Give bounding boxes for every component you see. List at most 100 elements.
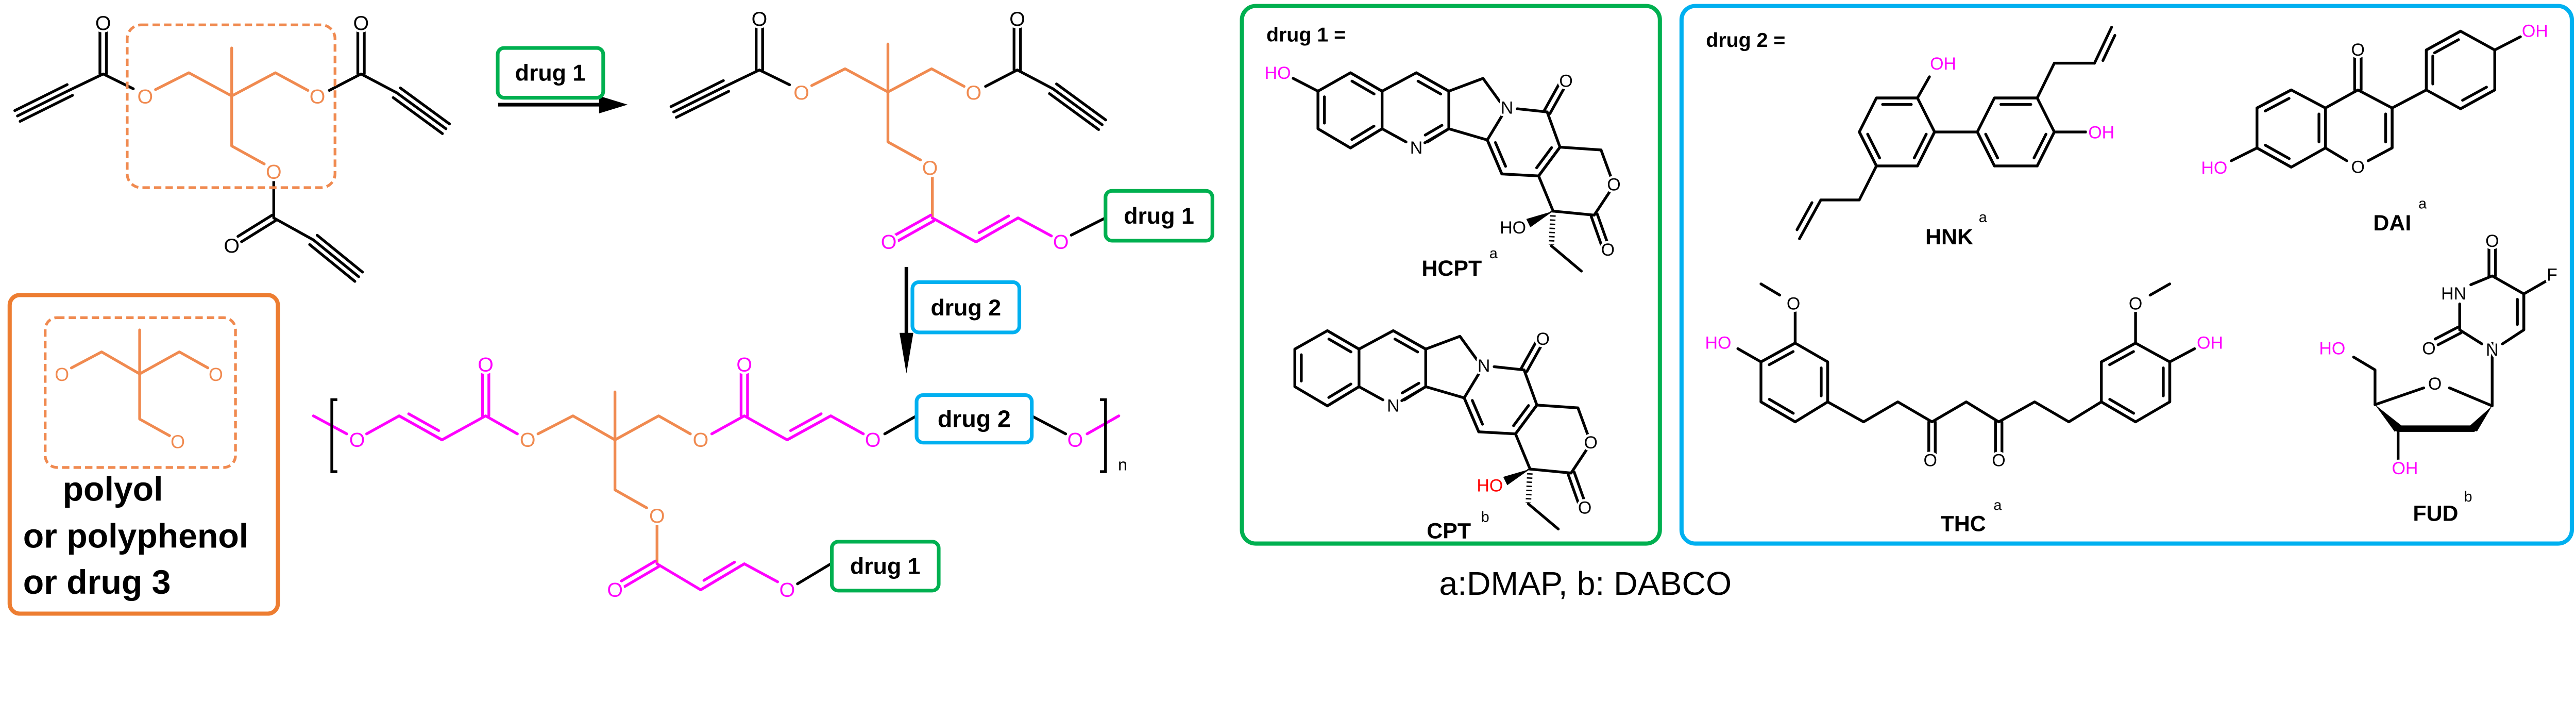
atom-label-o: O	[1559, 71, 1572, 91]
single-bond	[984, 69, 1019, 88]
atom-label-o: O	[922, 157, 938, 179]
compound-name-fud: FUD	[2413, 502, 2458, 526]
single-bond	[796, 562, 833, 586]
single-bond	[1759, 282, 1782, 297]
atom-label-o: O	[1536, 329, 1550, 349]
single-bond	[2391, 88, 2428, 110]
legend-line-polyol: polyol	[63, 470, 163, 508]
single-bond	[1015, 69, 1055, 90]
double-bond	[1596, 212, 1609, 244]
single-bond	[2522, 279, 2548, 295]
double-bond	[896, 219, 936, 242]
single-bond	[2324, 146, 2348, 162]
atom-label-n: N	[2486, 340, 2499, 360]
compound-name-cpt: CPT	[1427, 519, 1471, 544]
double-bond	[1759, 400, 1797, 424]
single-bond	[1030, 414, 1067, 436]
triple-bond	[316, 233, 364, 274]
core-legend-box: polyol or polyphenol or drug 3	[7, 293, 280, 616]
single-bond	[328, 72, 363, 92]
double-bond	[2433, 325, 2460, 341]
single-bond	[101, 72, 135, 90]
single-bond	[724, 69, 761, 88]
single-bond	[1380, 127, 1408, 144]
double-bond-inner	[1416, 79, 1443, 96]
catalyst-mark: a	[2418, 195, 2427, 212]
single-bond	[758, 69, 791, 87]
double-bond-inner	[789, 412, 823, 432]
double-bond-inner	[2461, 86, 2488, 102]
single-bond	[2469, 274, 2526, 345]
atom-label-f: F	[2547, 265, 2557, 285]
atom-label-o: O	[793, 81, 809, 104]
single-bond	[2168, 347, 2196, 363]
single-bond	[1558, 145, 1613, 179]
atom-label-o: O	[1787, 294, 1800, 314]
reaction-arrow-step1	[498, 96, 628, 114]
double-bond	[1543, 83, 1561, 112]
double-bond	[893, 213, 933, 237]
single-bond	[138, 372, 172, 438]
double-bond-inner	[2102, 34, 2116, 62]
double-bond	[2459, 88, 2496, 110]
double-bond-inner	[1350, 125, 1376, 141]
double-bond-inner	[1535, 146, 1553, 170]
double-bond	[1326, 385, 1361, 408]
atom-label-o: O	[693, 428, 709, 451]
double-bond-inner	[2263, 97, 2291, 112]
atom-label-o: O	[138, 86, 154, 108]
double-bond	[1400, 385, 1427, 403]
double-bond	[2036, 130, 2056, 168]
atom-label-o: O	[1607, 175, 1620, 194]
atom-label-o: O	[1578, 498, 1591, 518]
atom-label-o: O	[2428, 374, 2442, 394]
atom-label-o: O	[607, 578, 623, 601]
triple-bond	[19, 94, 74, 123]
wedge-bond	[1526, 211, 1553, 227]
repeat-unit-brackets: n	[330, 398, 1127, 474]
single-bond	[1514, 432, 1588, 475]
double-bond	[2100, 400, 2137, 424]
single-bond	[1380, 71, 1450, 144]
atom-label-ho: HO	[1265, 63, 1291, 83]
atom-label-oh: OH	[2197, 333, 2223, 353]
molecular-structures	[13, 26, 2548, 591]
double-bond	[1525, 344, 1543, 373]
double-bond	[623, 565, 660, 588]
catalyst-mark: b	[1481, 509, 1489, 526]
single-bond	[360, 72, 398, 94]
atom-label-o: O	[349, 428, 365, 451]
double-bond	[1520, 341, 1537, 370]
double-bond-inner	[2264, 144, 2291, 160]
double-bond	[699, 562, 746, 591]
atom-label-oh: OH	[2392, 459, 2418, 478]
triple-bond	[392, 96, 444, 135]
drug2-panel: drug 2 = HNK a DAI a THC a FUD b	[1679, 4, 2574, 546]
single-bond	[2324, 88, 2394, 162]
triple-bond	[308, 243, 357, 283]
triple-bond	[1048, 92, 1100, 131]
atom-label-o: O	[2485, 231, 2499, 251]
single-bond	[1292, 77, 1319, 93]
double-bond	[1548, 86, 1566, 115]
atom-label-o: O	[752, 8, 768, 30]
single-bond	[230, 94, 266, 165]
hashed-bond	[1548, 211, 1556, 245]
catalyst-mark: a	[1993, 497, 2002, 513]
legend-line-polyphenol: or polyphenol	[23, 518, 248, 556]
single-bond	[1527, 502, 1560, 531]
atom-label-ho: HO	[1477, 476, 1503, 496]
single-bond	[1535, 404, 1590, 438]
double-bond-inner	[1984, 132, 1999, 160]
atom-label-o: O	[209, 364, 223, 385]
double-bond	[1798, 198, 1822, 240]
atom-label-o: O	[649, 505, 665, 527]
atom-label-o: O	[1992, 451, 2005, 471]
double-bond	[1858, 130, 1878, 168]
double-bond-inner	[1494, 141, 1507, 168]
single-bond	[272, 216, 315, 242]
reaction-scheme: drug 1 drug 1 drug 2 drug 2 drug 1 n pol…	[7, 4, 2574, 616]
single-bond	[883, 414, 918, 436]
single-bond	[1358, 329, 1427, 402]
double-bond-inner	[702, 560, 736, 582]
